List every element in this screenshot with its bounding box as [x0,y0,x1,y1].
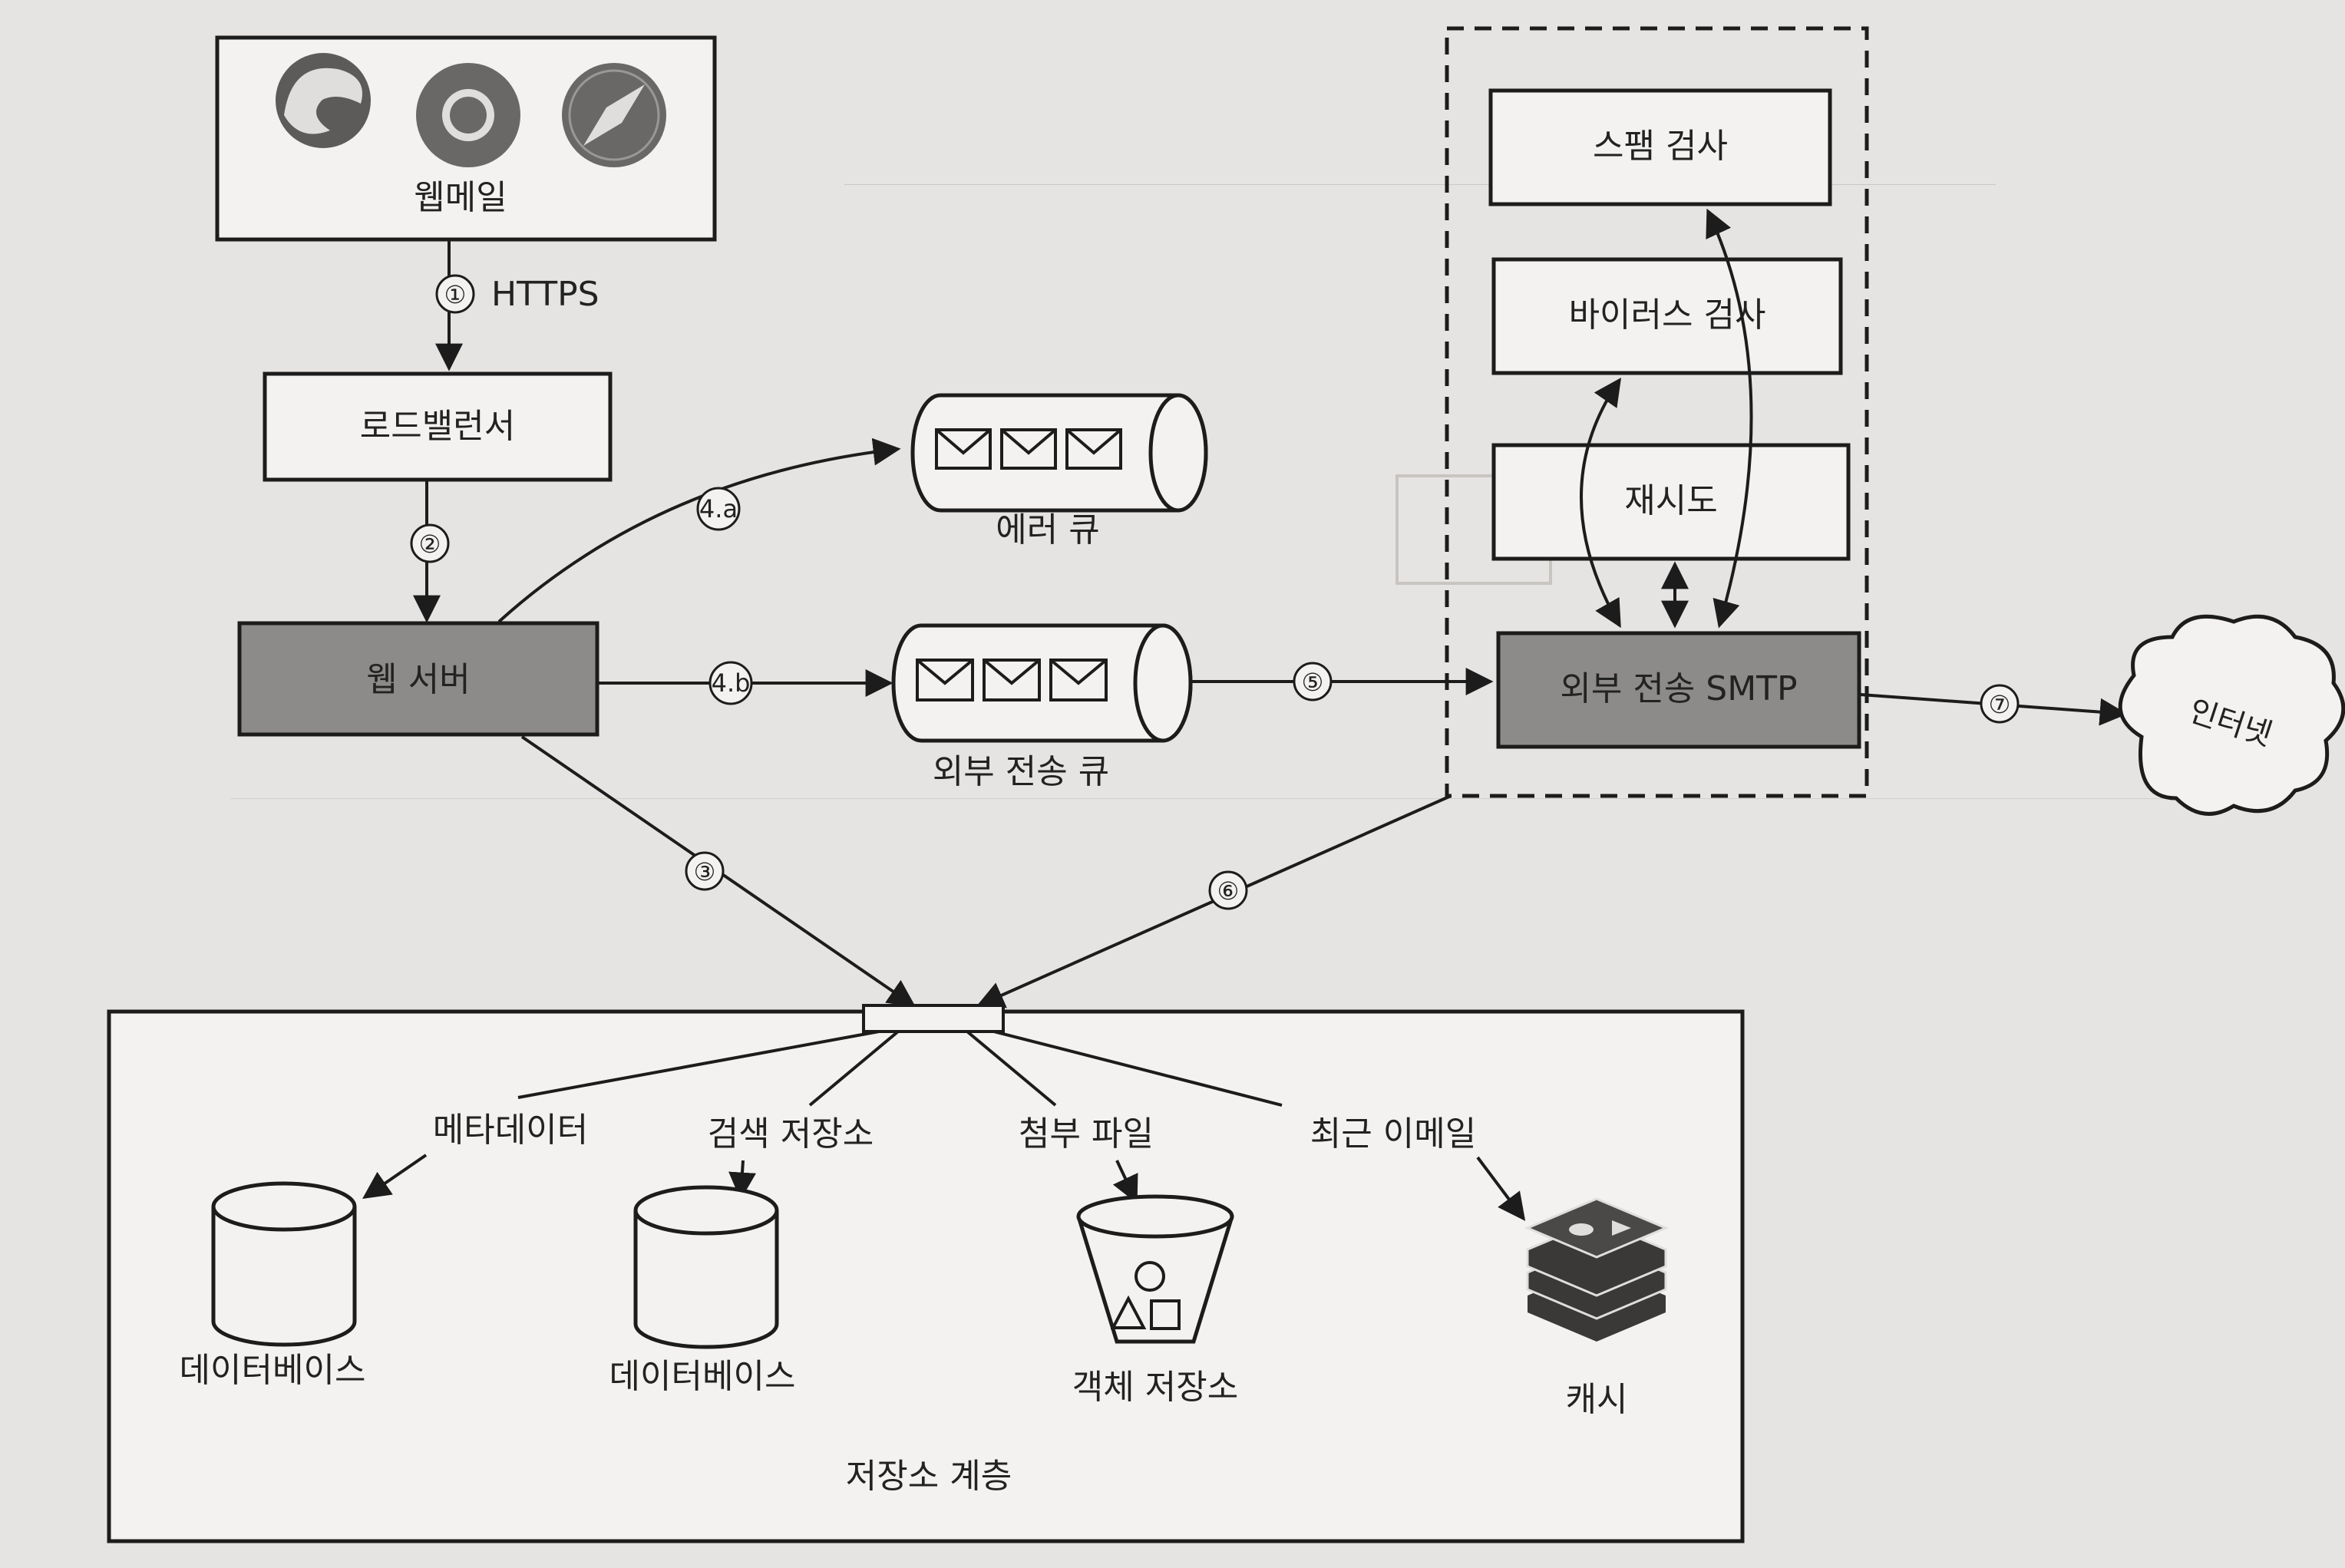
error-queue-label: 에러 큐 [996,510,1099,550]
store-label-search-db: 데이터베이스 [609,1357,796,1396]
branch-line-metadata [517,1030,880,1099]
arrow-to-object-store [1112,1160,1138,1204]
smtp-out-label: 외부 전송 SMTP [1560,669,1797,708]
retry-label: 재시도 [1624,481,1717,520]
message-icon [1049,659,1108,701]
storage-layer-label: 저장소 계층 [846,1457,1012,1496]
virus-check-box: 바이러스 검사 [1491,257,1843,375]
store-label-metadata-db: 데이터베이스 [180,1351,366,1390]
message-icon [935,428,992,470]
step-4a-number: 4.a [699,494,738,523]
arrow-to-cache [1476,1156,1526,1221]
message-icon [916,659,974,701]
smtp-out-box: 외부 전송 SMTP [1496,631,1861,749]
step-7-marker [1980,684,2020,724]
spam-check-box: 스팸 검사 [1488,88,1832,206]
branch-line-search [808,1030,900,1107]
message-icon [1065,428,1122,470]
step-4a-marker [696,487,741,531]
arrow-to-metadata-db [362,1154,428,1200]
storage-hub [862,1004,1005,1033]
branch-label-search: 검색 저장소 [708,1114,874,1154]
arrow-smtp-spam-check [1706,208,1753,629]
object-storage-bucket-icon [1076,1194,1234,1344]
arrow-to-error-queue [497,437,901,623]
step-3-marker [685,851,725,891]
smtp-worker-cluster [1445,26,1869,798]
database-icon [633,1185,779,1349]
step-2-marker [410,523,450,563]
step-7-number: ⑦ [1989,690,2011,719]
step-4b-marker [708,661,753,705]
step-3-number: ③ [694,857,716,886]
storage-layer: 메타데이터 검색 저장소 첨부 파일 최근 이메일 데이터베이스 데이터베이스 [107,1004,1745,1543]
load-balancer-label: 로드밸런서 [360,407,515,446]
database-icon [211,1181,357,1347]
outgoing-queue: 외부 전송 큐 [891,623,1193,791]
step-1-number: ① [444,280,467,309]
webmail-box: 웹메일 [215,35,717,242]
arrow-smtp-virus-check [1580,378,1622,629]
web-server-box: 웹 서버 [237,621,599,737]
retry-box: 재시도 [1491,443,1851,561]
branch-label-recent: 최근 이메일 [1310,1114,1476,1154]
step-5-marker [1293,662,1333,701]
branch-label-attachment: 첨부 파일 [1019,1114,1154,1154]
step-6-number: ⑥ [1217,876,1240,906]
error-queue: 에러 큐 [910,393,1208,550]
internet-cloud-icon: 인터넷 [2118,614,2345,816]
step-6-marker [1208,870,1248,910]
safari-icon [562,63,666,167]
branch-line-attachment [966,1030,1057,1107]
step-4b-number: 4.b [712,668,751,698]
outgoing-queue-label: 외부 전송 큐 [933,752,1109,791]
message-icon [1000,428,1057,470]
edge-icon [276,53,371,148]
branch-line-recent [993,1030,1283,1107]
spam-check-label: 스팸 검사 [1593,127,1728,166]
step-2-number: ② [419,530,441,559]
virus-check-label: 바이러스 검사 [1569,295,1766,335]
store-label-object-storage: 객체 저장소 [1072,1368,1238,1407]
web-server-label: 웹 서버 [366,660,470,699]
message-icon [983,659,1041,701]
cache-icon [1524,1197,1669,1342]
store-label-cache: 캐시 [1566,1380,1628,1419]
step-1-marker [435,274,475,314]
chrome-icon [416,63,520,167]
step-1-protocol: HTTPS [491,275,599,314]
webmail-label: 웹메일 [414,178,507,217]
branch-label-metadata: 메타데이터 [433,1111,588,1150]
step-5-number: ⑤ [1302,668,1324,697]
load-balancer-box: 로드밸런서 [263,371,613,482]
